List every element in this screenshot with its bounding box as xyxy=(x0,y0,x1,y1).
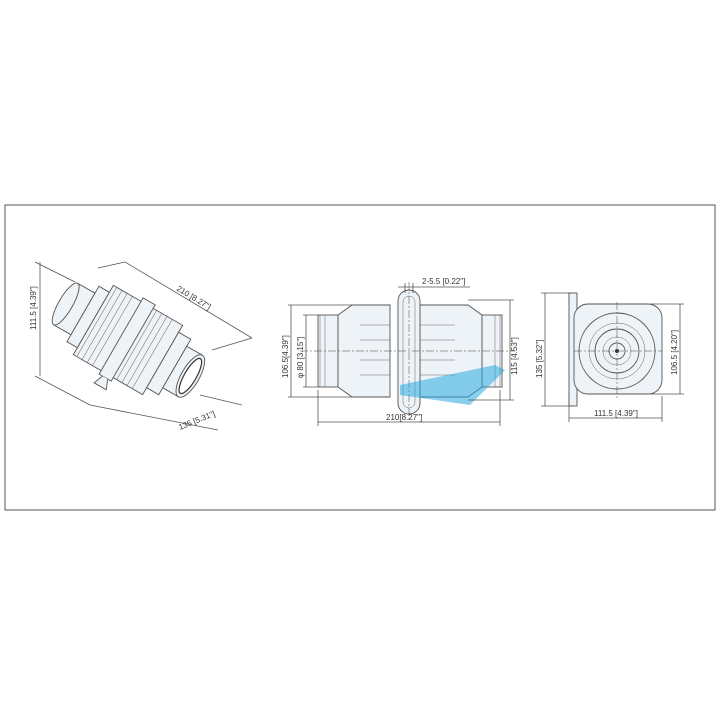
watermark-shape xyxy=(400,365,505,405)
iso-dimension-lines xyxy=(34,261,253,431)
side-dimension-lines xyxy=(288,283,514,426)
iso-length-label: 210 [8.27"] xyxy=(175,284,213,312)
end-inner-height-label: 106.5 [4.20"] xyxy=(670,330,679,375)
end-dimension-lines xyxy=(541,292,684,422)
flange-height-label: 115 [4.53"] xyxy=(510,337,519,375)
blower-iso-body xyxy=(51,282,206,398)
end-height-label: 135 [5.32"] xyxy=(535,340,544,378)
end-width-label: 111.5 [4.39"] xyxy=(594,409,638,418)
outer-height-label: 106.5[4.39"] xyxy=(281,335,290,378)
slot-label: 2-5.5 [0.22"] xyxy=(422,277,465,286)
drawing-frame xyxy=(4,204,716,511)
side-length-label: 210[8.27"] xyxy=(386,413,422,422)
blower-end-body xyxy=(568,292,663,407)
blower-side-body xyxy=(300,282,515,420)
iso-height-label: 111.5 [4.39"] xyxy=(29,286,38,330)
side-view: 2-5.5 [0.22"] 106.5[4.39"] φ 80 [3.15"] … xyxy=(281,277,519,426)
diameter-label: φ 80 [3.15"] xyxy=(296,337,305,378)
isometric-view: 111.5 [4.39"] 210 [8.27"] 135 [5.31"] xyxy=(29,261,253,432)
end-view: 135 [5.32"] 106.5 [4.20"] 111.5 [4.39"] xyxy=(535,292,684,422)
